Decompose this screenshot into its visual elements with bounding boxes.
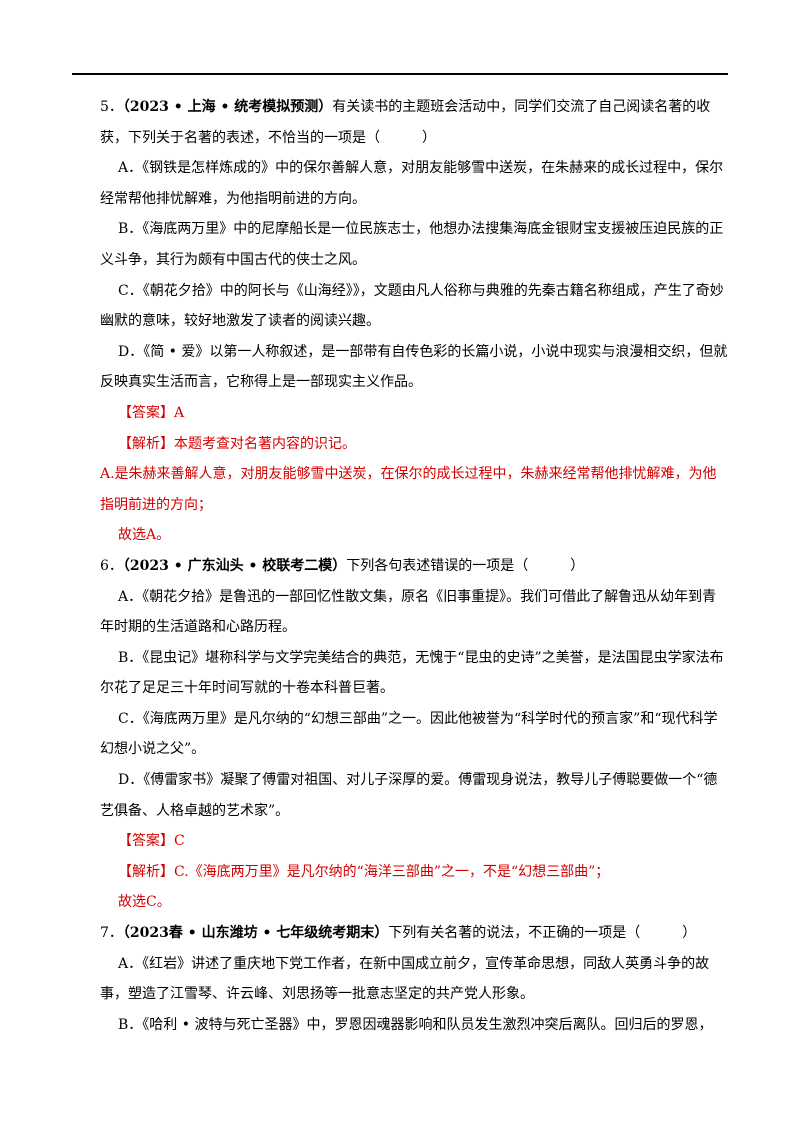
question-stem: 6．（2023 • 广东汕头 • 校联考二模）下列各句表述错误的一项是（ ） <box>100 551 728 582</box>
question-source: （2023 • 广东汕头 • 校联考二模） <box>122 557 347 574</box>
option-b: B．《海底两万里》中的尼摩船长是一位民族志士，他想办法搜集海底金银财宝支援被压迫… <box>100 221 724 268</box>
option-a: A．《朝花夕拾》是鲁迅的一部回忆性散文集，原名《旧事重提》。我们可借此了解鲁迅从… <box>100 588 717 636</box>
conclusion: 故选A。 <box>118 527 171 544</box>
question-source: （2023 • 上海 • 统考模拟预测） <box>122 99 333 115</box>
question-stem: 5．（2023 • 上海 • 统考模拟预测）有关读书的主题班会活动中，同学们交流… <box>100 92 728 153</box>
analysis: 【解析】本题考查对名著内容的识记。 <box>118 435 356 452</box>
analysis: 【解析】C.《海底两万里》是凡尔纳的“海洋三部曲”之一，不是“幻想三部曲”； <box>118 863 610 880</box>
option-c: C．《海底两万里》是凡尔纳的“幻想三部曲”之一。因此他被誉为“科学时代的预言家”… <box>100 710 718 758</box>
question-7: 7．（2023春 • 山东潍坊 • 七年级统考期末）下列有关名著的说法，不正确的… <box>100 918 728 1040</box>
question-text: 下列有关名著的说法，不正确的一项是（ ） <box>388 925 697 942</box>
option-a: A．《红岩》讲述了重庆地下党工作者，在新中国成立前夕，宣传革命思想，同敌人英勇斗… <box>100 955 710 1003</box>
question-6: 6．（2023 • 广东汕头 • 校联考二模）下列各句表述错误的一项是（ ） A… <box>100 551 728 918</box>
explanation: A.是朱赫来善解人意，对朋友能够雪中送炭，在保尔的成长过程中，朱赫来经常帮他排忧… <box>100 466 717 513</box>
conclusion: 故选C。 <box>118 894 171 911</box>
question-stem: 7．（2023春 • 山东潍坊 • 七年级统考期末）下列有关名著的说法，不正确的… <box>100 918 728 949</box>
question-number: 6． <box>100 557 123 574</box>
question-text: 下列各句表述错误的一项是（ ） <box>346 557 585 574</box>
option-b: B．《昆虫记》堪称科学与文学完美结合的典范，无愧于“昆虫的史诗”之美誉，是法国昆… <box>100 649 724 697</box>
option-c: C．《朝花夕拾》中的阿长与《山海经》》，文题由凡人俗称与典雅的先秦古籍名称组成，… <box>100 282 724 330</box>
question-text: 有关读书的主题班会活动中，同学们交流了自己阅读名著的收获，下列关于名著的表述，不… <box>100 99 711 146</box>
question-number: 7． <box>100 925 123 942</box>
document-body: 5．（2023 • 上海 • 统考模拟预测）有关读书的主题班会活动中，同学们交流… <box>100 92 728 1040</box>
option-d: D．《简 • 爱》以第一人称叙述，是一部带有自传色彩的长篇小说，小说中现实与浪漫… <box>100 343 728 391</box>
header-rule <box>72 73 728 75</box>
option-b: B．《哈利 • 波特与死亡圣器》中，罗恩因魂器影响和队员发生激烈冲突后离队。回归… <box>118 1016 713 1033</box>
question-5: 5．（2023 • 上海 • 统考模拟预测）有关读书的主题班会活动中，同学们交流… <box>100 92 728 551</box>
question-number: 5． <box>100 99 123 115</box>
answer: 【答案】A <box>118 404 185 421</box>
option-a: A．《钢铁是怎样炼成的》中的保尔善解人意，对朋友能够雪中送炭，在朱赫来的成长过程… <box>100 160 724 207</box>
answer: 【答案】C <box>118 833 185 850</box>
question-source: （2023春 • 山东潍坊 • 七年级统考期末） <box>122 925 389 942</box>
option-d: D．《傅雷家书》凝聚了傅雷对祖国、对儿子深厚的爱。傅雷现身说法，教导儿子傅聪要做… <box>100 772 718 819</box>
